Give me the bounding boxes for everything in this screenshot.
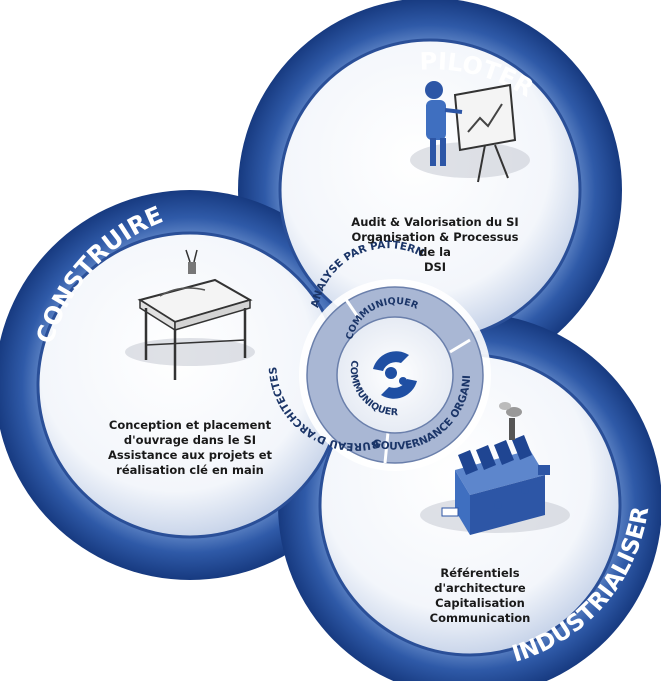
construire-desc-line: Conception et placement — [108, 418, 272, 432]
construire-desc-line: Assistance aux projets et — [108, 448, 272, 462]
industrialiser-desc-line: Référentiels d'architecture — [434, 566, 526, 595]
communication-logo-icon — [373, 351, 417, 399]
piloter-description: Audit & Valorisation du SI Organisation … — [350, 215, 520, 275]
factory-icon — [420, 402, 570, 535]
construire-description: Conception et placement d'ouvrage dans l… — [100, 418, 280, 478]
piloter-desc-line: Audit & Valorisation du SI — [351, 215, 519, 229]
presenter-icon — [410, 81, 530, 183]
construire-desc-line: d'ouvrage dans le SI — [123, 433, 257, 447]
piloter-desc-line: Organisation & Processus de la — [351, 230, 519, 259]
industrialiser-desc-line: Capitalisation — [435, 596, 525, 610]
industrialiser-description: Référentiels d'architecture Capitalisati… — [395, 566, 565, 626]
industrialiser-desc-line: Communication — [429, 611, 531, 625]
drafting-table-icon — [125, 249, 255, 380]
piloter-desc-line: DSI — [423, 260, 447, 274]
construire-desc-line: réalisation clé en main — [116, 463, 264, 477]
